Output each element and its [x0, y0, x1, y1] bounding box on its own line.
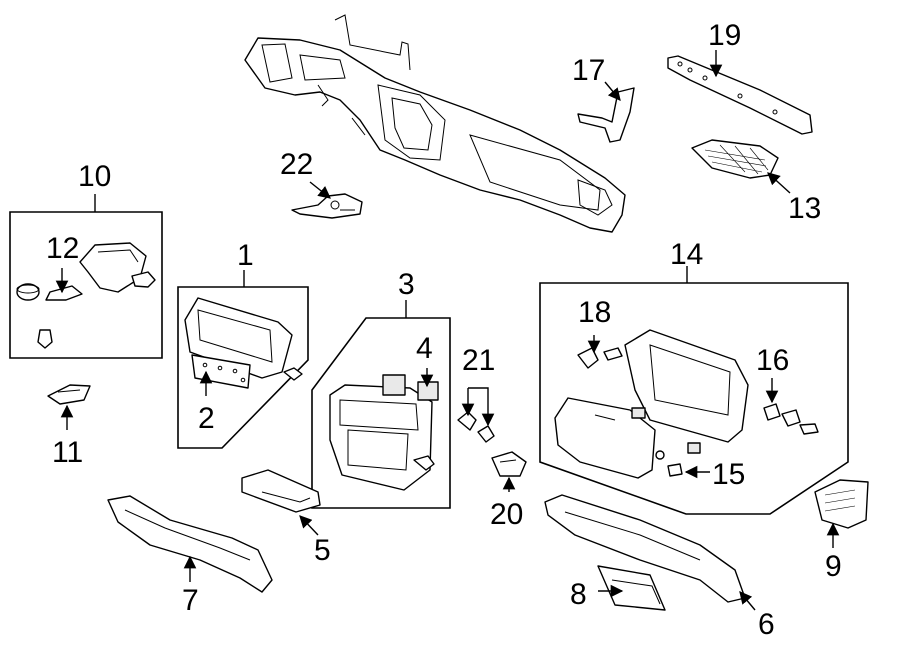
- instrument-panel: [244, 14, 626, 233]
- callout-9: 9: [825, 550, 842, 583]
- part-21-fasteners: [457, 411, 495, 443]
- callout-3: 3: [398, 268, 415, 301]
- callout-22: 22: [280, 148, 313, 181]
- part-8-panel: [597, 565, 666, 611]
- callout-6: 6: [758, 608, 775, 641]
- part-17-bracket: [577, 87, 635, 143]
- callout-2: 2: [198, 402, 215, 435]
- part-19-reinforcement: [667, 55, 813, 135]
- part-13-grille: [691, 139, 779, 179]
- callout-21: 21: [462, 344, 495, 377]
- callout-17: 17: [572, 54, 605, 87]
- callout-19: 19: [708, 19, 741, 52]
- callout-16: 16: [756, 344, 789, 377]
- part-22-sensor: [291, 193, 363, 219]
- group-box-10: [9, 194, 163, 359]
- callout-20: 20: [490, 498, 523, 531]
- callout-14: 14: [670, 238, 703, 271]
- callout-12: 12: [46, 232, 79, 265]
- callout-13: 13: [788, 192, 821, 225]
- part-20-switch: [491, 451, 527, 477]
- part-9-side-vent: [814, 479, 869, 529]
- leader-lines: [55, 50, 840, 611]
- callout-10: 10: [78, 160, 111, 193]
- callout-labels: 1 2 3 4 5 6 7 8 9 10 11 12 13 14 15 16 1…: [46, 19, 842, 641]
- callout-8: 8: [570, 578, 587, 611]
- part-7-lower-cover: [107, 495, 273, 593]
- part-6-lower-cover: [544, 494, 746, 603]
- callout-1: 1: [237, 239, 254, 272]
- callout-5: 5: [314, 534, 331, 567]
- callout-4: 4: [416, 332, 433, 365]
- callout-18: 18: [578, 296, 611, 329]
- group-box-1: [177, 270, 309, 449]
- part-11-clip: [47, 384, 91, 405]
- part-5-tray: [241, 469, 321, 513]
- callout-11: 11: [52, 436, 83, 469]
- callout-7: 7: [182, 584, 199, 617]
- callout-15: 15: [712, 458, 745, 491]
